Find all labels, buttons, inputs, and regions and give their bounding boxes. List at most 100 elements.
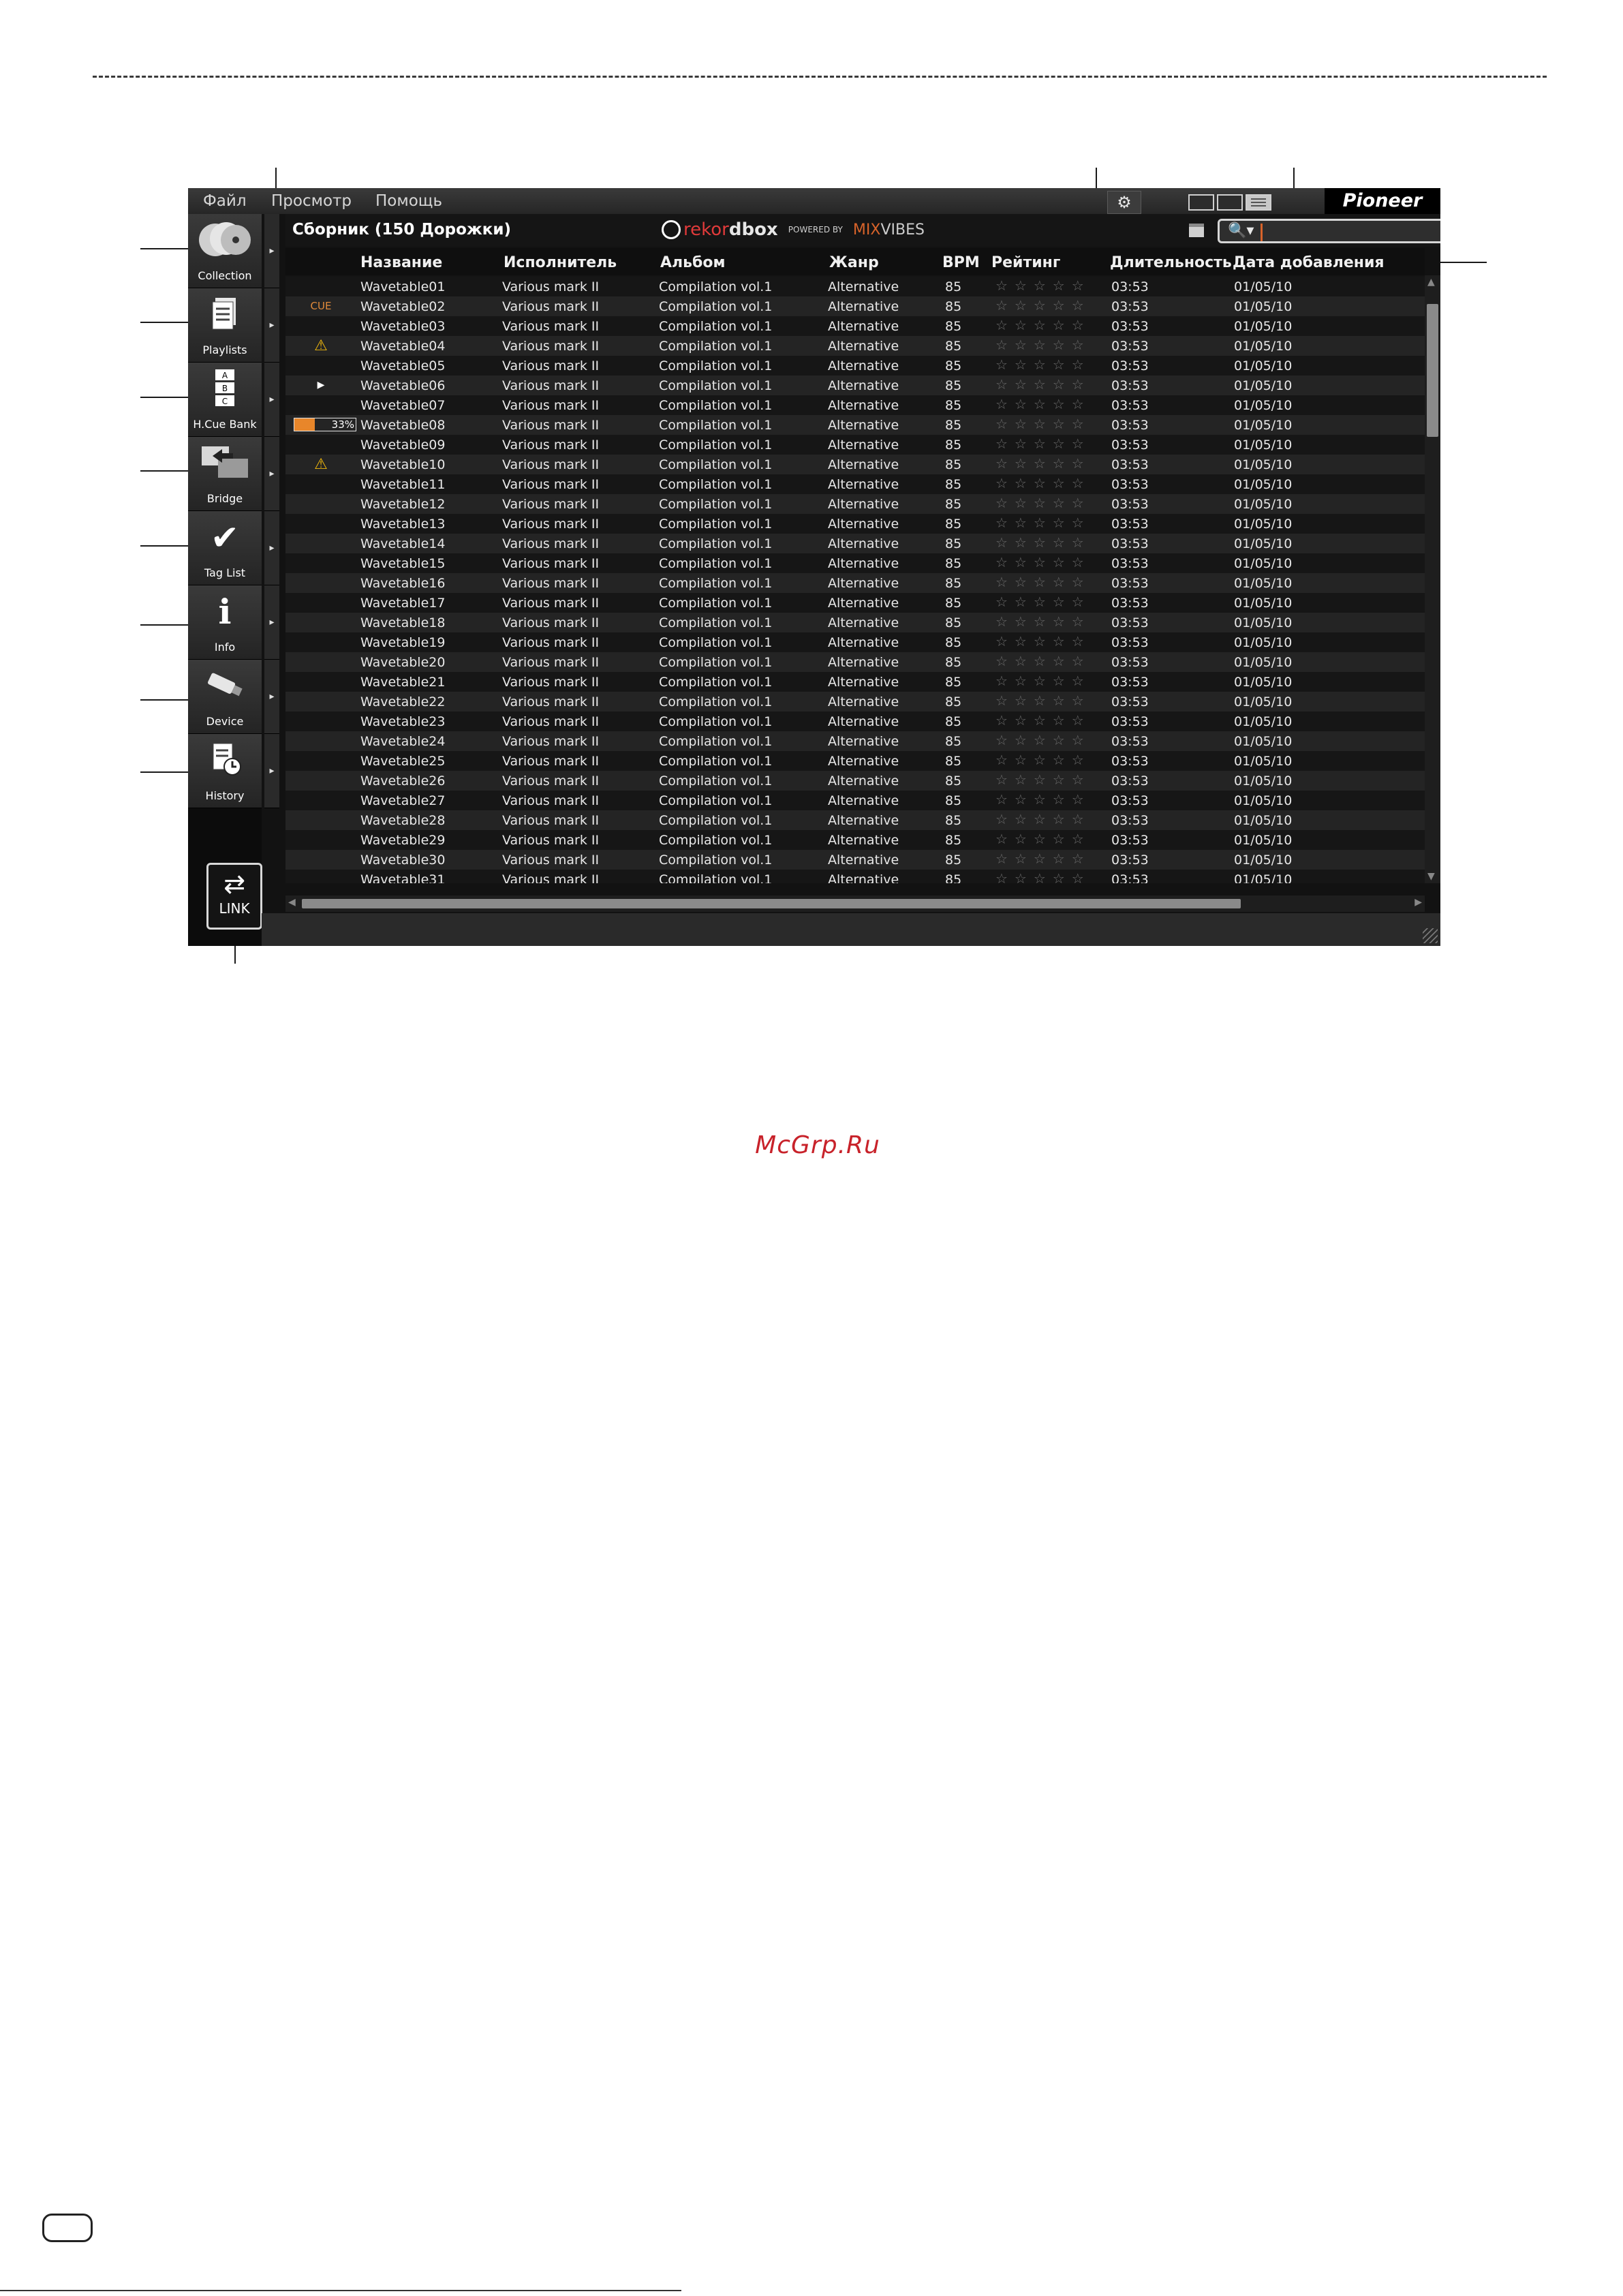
menu-help[interactable]: Помощь [375, 192, 443, 210]
layout-split-view-button[interactable] [1217, 194, 1243, 211]
sidebar-expand-arrow[interactable]: ▸ [264, 288, 279, 363]
link-button[interactable]: ⇄ LINK [206, 863, 262, 930]
rating-stars-icon[interactable]: ☆☆☆☆☆ [995, 435, 1091, 452]
resize-grip-icon[interactable] [1423, 928, 1438, 943]
column-header-date-added[interactable]: Дата добавления [1233, 254, 1385, 271]
column-header-artist[interactable]: Исполнитель [504, 254, 617, 271]
menu-view[interactable]: Просмотр [271, 192, 352, 210]
rating-stars-icon[interactable]: ☆☆☆☆☆ [995, 771, 1091, 788]
rating-stars-icon[interactable]: ☆☆☆☆☆ [995, 633, 1091, 649]
rating-stars-icon[interactable]: ☆☆☆☆☆ [995, 791, 1091, 808]
rating-stars-icon[interactable]: ☆☆☆☆☆ [995, 455, 1091, 472]
sidebar-item-playlists[interactable]: Playlists [188, 288, 262, 363]
menu-file[interactable]: Файл [203, 192, 247, 210]
scroll-up-icon[interactable]: ▲ [1427, 277, 1435, 288]
rating-stars-icon[interactable]: ☆☆☆☆☆ [995, 574, 1091, 590]
sidebar-item-info[interactable]: i Info [188, 585, 262, 660]
rating-stars-icon[interactable]: ☆☆☆☆☆ [995, 870, 1091, 883]
rating-stars-icon[interactable]: ☆☆☆☆☆ [995, 534, 1091, 551]
rating-stars-icon[interactable]: ☆☆☆☆☆ [995, 317, 1091, 333]
column-header-genre[interactable]: Жанр [829, 254, 879, 271]
rating-stars-icon[interactable]: ☆☆☆☆☆ [995, 495, 1091, 511]
rating-stars-icon[interactable]: ☆☆☆☆☆ [995, 277, 1091, 294]
rating-stars-icon[interactable]: ☆☆☆☆☆ [995, 515, 1091, 531]
column-header-duration[interactable]: Длительность [1110, 254, 1232, 271]
scroll-left-icon[interactable]: ◀ [288, 897, 296, 908]
sidebar-expand-arrow[interactable]: ▸ [264, 437, 279, 511]
rating-stars-icon[interactable]: ☆☆☆☆☆ [995, 752, 1091, 768]
sidebar-expand-arrow[interactable]: ▸ [264, 660, 279, 734]
sidebar-item-bridge[interactable]: Bridge [188, 437, 262, 511]
sidebar-item-history[interactable]: History [188, 734, 262, 808]
rating-stars-icon[interactable]: ☆☆☆☆☆ [995, 475, 1091, 491]
rating-stars-icon[interactable]: ☆☆☆☆☆ [995, 613, 1091, 630]
column-header-album[interactable]: Альбом [660, 254, 726, 271]
sidebar-item-device[interactable]: Device [188, 660, 262, 734]
rating-stars-icon[interactable]: ☆☆☆☆☆ [995, 356, 1091, 373]
rating-stars-icon[interactable]: ☆☆☆☆☆ [995, 732, 1091, 748]
sidebar-item-collection[interactable]: Collection [188, 214, 262, 288]
vertical-scroll-thumb[interactable] [1427, 304, 1438, 437]
rating-stars-icon[interactable]: ☆☆☆☆☆ [995, 416, 1091, 432]
rating-stars-icon[interactable]: ☆☆☆☆☆ [995, 831, 1091, 847]
rating-stars-icon[interactable]: ☆☆☆☆☆ [995, 554, 1091, 570]
scroll-right-icon[interactable]: ▶ [1415, 897, 1422, 908]
sidebar-expand-arrow[interactable]: ▸ [264, 363, 279, 437]
rating-stars-icon[interactable]: ☆☆☆☆☆ [995, 376, 1091, 393]
search-input[interactable] [1261, 224, 1440, 241]
sidebar-expand-arrow[interactable]: ▸ [264, 511, 279, 585]
rating-stars-icon[interactable]: ☆☆☆☆☆ [995, 594, 1091, 610]
search-icon[interactable]: 🔍▾ [1228, 222, 1254, 239]
horizontal-scroll-thumb[interactable] [302, 899, 1241, 908]
column-header-title[interactable]: Название [360, 254, 443, 271]
rating-stars-icon[interactable]: ☆☆☆☆☆ [995, 692, 1091, 709]
rating-stars-icon[interactable]: ☆☆☆☆☆ [995, 297, 1091, 313]
column-header-rating[interactable]: Рейтинг [991, 254, 1061, 271]
rating-stars-icon[interactable]: ☆☆☆☆☆ [995, 396, 1091, 412]
sidebar-expand-arrow[interactable]: ▸ [264, 214, 279, 288]
rating-stars-icon[interactable]: ☆☆☆☆☆ [995, 851, 1091, 867]
rating-stars-icon[interactable]: ☆☆☆☆☆ [995, 673, 1091, 689]
artwork-preview-icon[interactable] [1189, 224, 1204, 237]
rating-stars-icon[interactable]: ☆☆☆☆☆ [995, 653, 1091, 669]
preferences-gear-icon[interactable]: ⚙ [1107, 191, 1141, 214]
sidebar-expand-arrow[interactable]: ▸ [264, 734, 279, 808]
layout-single-view-button[interactable] [1188, 194, 1214, 211]
vertical-scrollbar[interactable]: ▲ ▼ [1425, 275, 1440, 883]
scroll-down-icon[interactable]: ▼ [1427, 871, 1435, 882]
horizontal-scrollbar[interactable]: ◀ ▶ [285, 896, 1425, 912]
sidebar-expand-arrow[interactable]: ▸ [264, 585, 279, 660]
column-header-bpm[interactable]: BPM [942, 254, 980, 271]
rating-stars-icon[interactable]: ☆☆☆☆☆ [995, 811, 1091, 827]
rating-stars-icon[interactable]: ☆☆☆☆☆ [995, 337, 1091, 353]
